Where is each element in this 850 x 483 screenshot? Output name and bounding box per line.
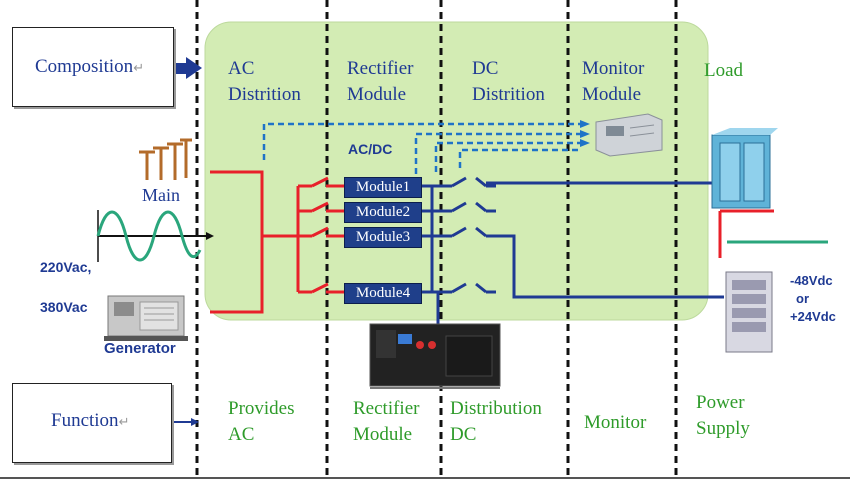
- column-dividers: [195, 0, 678, 478]
- signal-arrowheads: [580, 120, 590, 147]
- system-panel: [204, 21, 709, 321]
- module-3: Module3: [344, 227, 422, 248]
- header-rectifier-line1: Rectifier: [347, 58, 414, 79]
- composition-label: Composition↵: [35, 56, 145, 77]
- function-monitor: Monitor: [584, 412, 647, 433]
- header-ac-line1: AC: [228, 58, 255, 79]
- function-ac-line2: AC: [228, 424, 255, 445]
- acdc-label: AC/DC: [348, 141, 393, 157]
- function-rectifier-line1: Rectifier: [353, 398, 420, 419]
- header-ac-line2: Distrition: [228, 84, 301, 105]
- output-or: or: [796, 291, 809, 306]
- function-box: Function↵: [12, 383, 172, 463]
- function-power-line1: Power: [696, 392, 745, 413]
- header-monitor-line1: Monitor: [582, 58, 645, 79]
- voltage-220-label: 220Vac,: [40, 259, 92, 275]
- function-rectifier-line2: Module: [353, 424, 413, 445]
- power-supply-rack: [725, 271, 773, 353]
- pylon-icon: [139, 138, 192, 180]
- main-label: Main: [142, 185, 180, 205]
- function-dc-line1: Distribution: [450, 398, 542, 419]
- composition-box: Composition↵: [12, 27, 174, 107]
- header-dc-line1: DC: [472, 58, 499, 79]
- header-monitor-line2: Module: [582, 84, 642, 105]
- dc-wiring: [420, 176, 724, 332]
- composition-arrow: [170, 57, 202, 79]
- function-arrow: [170, 418, 199, 426]
- sine-wave-icon: [96, 210, 214, 262]
- voltage-380-label: 380Vac: [40, 299, 88, 315]
- generator-icon: [104, 295, 188, 341]
- output-24vdc: +24Vdc: [790, 309, 836, 324]
- output-48vdc: -48Vdc: [790, 273, 833, 288]
- generator-label: Generator: [104, 340, 176, 357]
- header-rectifier-line2: Module: [347, 84, 407, 105]
- ac-wiring: [210, 170, 344, 314]
- monitor-module-device: [595, 113, 663, 157]
- function-ac-line1: Provides: [228, 398, 295, 419]
- function-dc-line2: DC: [450, 424, 477, 445]
- function-power-line2: Supply: [696, 418, 750, 439]
- load-cabinet: [711, 128, 828, 258]
- module-2: Module2: [344, 202, 422, 223]
- module-4: Module4: [344, 283, 422, 304]
- header-dc-line2: Distrition: [472, 84, 545, 105]
- header-load: Load: [704, 60, 744, 81]
- module-1: Module1: [344, 177, 422, 198]
- rectifier-unit: [369, 323, 501, 389]
- function-label: Function↵: [51, 410, 130, 431]
- monitor-signal-lines: [262, 122, 582, 174]
